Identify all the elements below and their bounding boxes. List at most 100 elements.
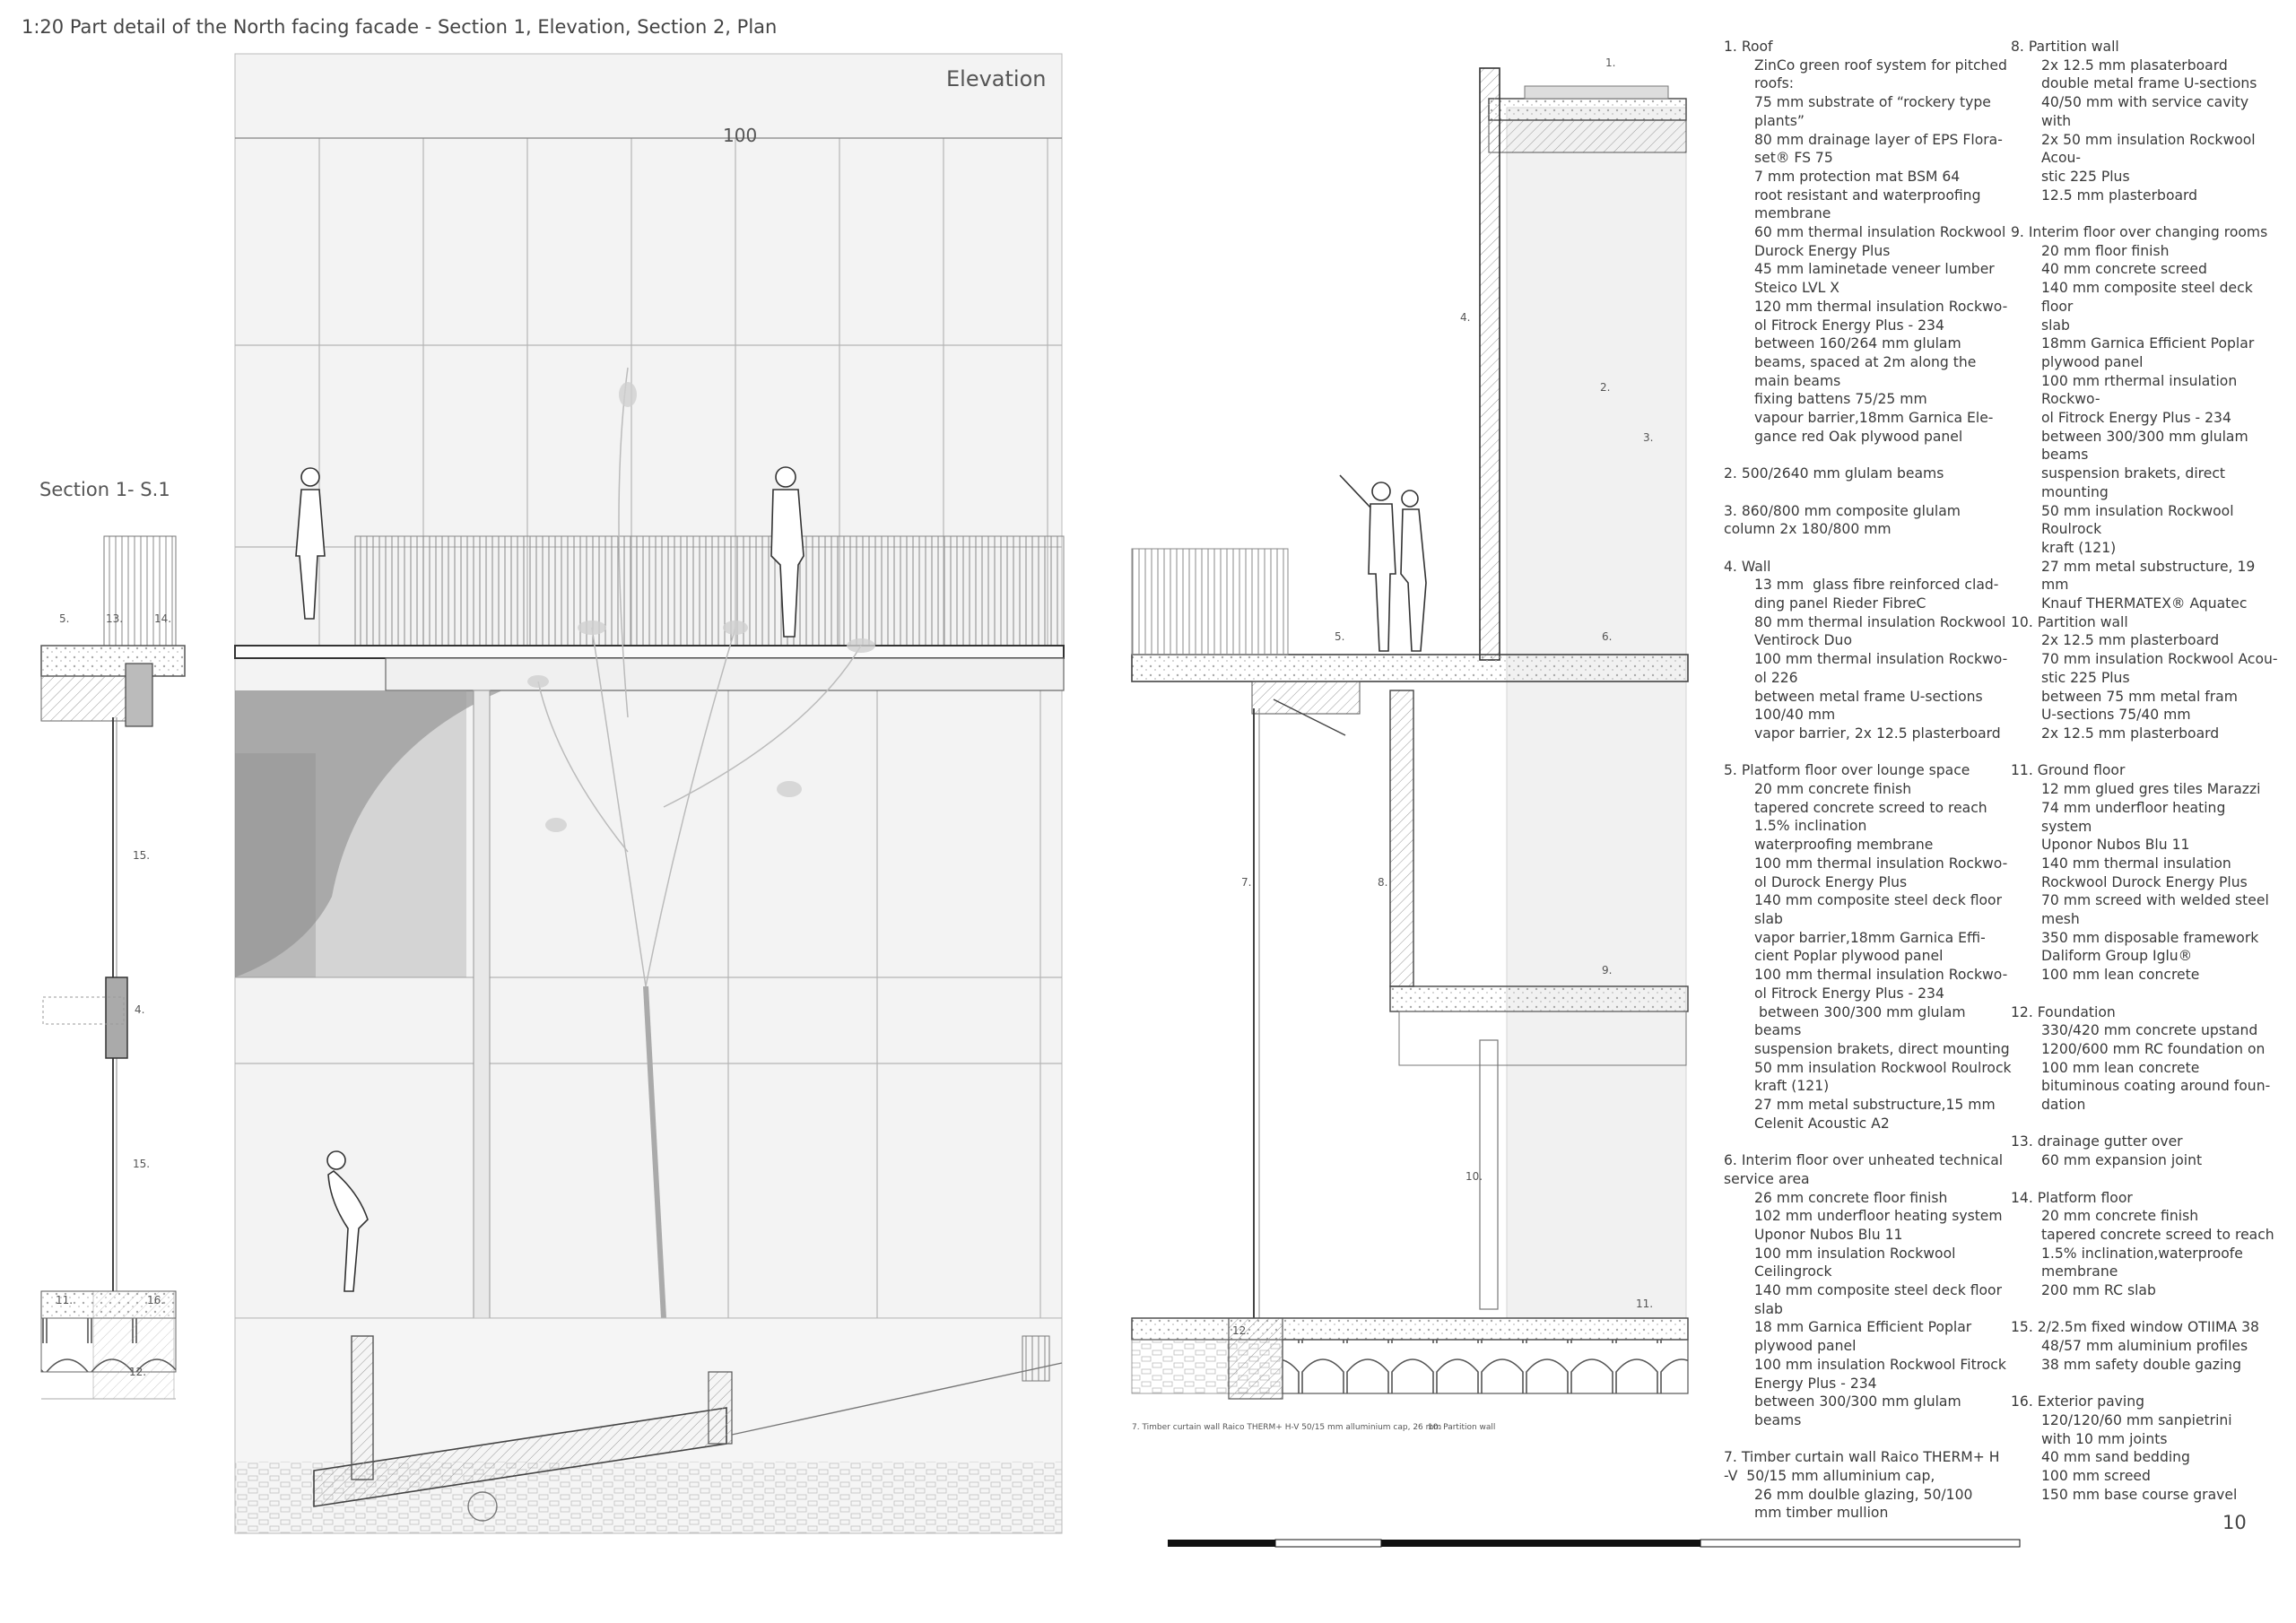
spec-item-line: between 300/300 mm glulam bbox=[2041, 428, 2248, 445]
s2-footnote: 7. Timber curtain wall Raico THERM+ H-V … bbox=[1132, 1423, 1441, 1432]
spec-item-line: plywood panel bbox=[1754, 1338, 1857, 1355]
spec-item-line: Energy Plus - 234 bbox=[1754, 1375, 1877, 1392]
spec-item-line: 20 mm concrete finish bbox=[2041, 1208, 2199, 1225]
spec-item-heading: 5. Platform floor over lounge space bbox=[1724, 762, 1970, 779]
spec-item-heading: 16. Exterior paving bbox=[2011, 1393, 2144, 1410]
spec-item-line: vapor barrier,18mm Garnica Effi- bbox=[1754, 929, 1986, 946]
s1-label-13: 13. bbox=[106, 612, 123, 625]
spec-item-heading: 15. 2/2.5m fixed window OTIIMA 38 bbox=[2011, 1319, 2259, 1336]
spec-item-line: Uponor Nubos Blu 11 bbox=[2041, 837, 2190, 854]
spec-gap bbox=[2011, 1115, 2280, 1133]
s2-label-11: 11. bbox=[1636, 1298, 1653, 1310]
s1-label-14: 14. bbox=[154, 612, 171, 625]
spec-item-line: 100 mm rthermal insulation Rockwo- bbox=[2041, 372, 2242, 408]
spec-item-line: between 300/300 mm glulam bbox=[1754, 1393, 1961, 1410]
spec-item-line: 2x 12.5 mm plasterboard bbox=[2041, 632, 2220, 649]
spec-item-line: ol Fitrock Energy Plus - 234 bbox=[2041, 410, 2231, 427]
spec-item-line: between 160/264 mm glulam bbox=[1754, 335, 1961, 352]
spec-gap bbox=[2011, 1375, 2280, 1393]
s1-label-16: 16. bbox=[147, 1294, 164, 1306]
spec-item-heading: 10. Partition wall bbox=[2011, 613, 2128, 630]
spec-item-line: 12.5 mm plasterboard bbox=[2041, 187, 2198, 204]
spec-item-line: Ventirock Duo bbox=[1754, 632, 1852, 649]
spec-item-line: 100 mm thermal insulation Rockwo- bbox=[1754, 651, 2008, 668]
spec-gap bbox=[2011, 1170, 2280, 1189]
spec-item-line: with 10 mm joints bbox=[2041, 1430, 2168, 1447]
spec-item-line: stic 225 Plus bbox=[2041, 669, 2130, 686]
spec-item-line: 26 mm concrete floor finish bbox=[1754, 1189, 1948, 1206]
dimension-label: 100 bbox=[723, 125, 757, 146]
spec-item-line: 18 mm Garnica Efficient Poplar bbox=[1754, 1319, 1972, 1336]
spec-gap bbox=[2011, 743, 2280, 762]
spec-item-line: between 300/300 mm glulam bbox=[1754, 1003, 1966, 1020]
s2-label-10: 10. bbox=[1465, 1170, 1483, 1183]
spec-item-line: ol 226 bbox=[1754, 669, 1798, 686]
spec-item-line: vapour barrier,18mm Garnica Ele- bbox=[1754, 410, 1994, 427]
spec-item-heading: 2. 500/2640 mm glulam beams bbox=[1724, 465, 1944, 482]
spec-item-line: 38 mm safety double gazing bbox=[2041, 1356, 2242, 1373]
spec-item-line: 100 mm lean concrete bbox=[2041, 967, 2200, 984]
section-1-drawing: Section 1- S.1 5. 13. 14. 15. 4. 15. 11.… bbox=[39, 479, 186, 1400]
spec-item-line: 7 mm protection mat BSM 64 bbox=[1754, 168, 1961, 185]
spec-item-line: 40 mm concrete screed bbox=[2041, 261, 2207, 278]
spec-item-line: 1.5% inclination bbox=[1754, 818, 1867, 835]
spec-item-line: 74 mm underfloor heating system bbox=[2041, 799, 2231, 835]
spec-gap bbox=[2011, 204, 2280, 223]
scale-bar bbox=[1168, 1539, 2021, 1548]
spec-item-line: 40 mm sand bedding bbox=[2041, 1449, 2190, 1466]
spec-item-line: beams bbox=[1754, 1411, 1802, 1428]
spec-item-heading: 13. drainage gutter over bbox=[2011, 1133, 2183, 1150]
s2-label-12: 12. bbox=[1232, 1324, 1249, 1337]
spec-item-line: 100 mm thermal insulation Rockwo- bbox=[1754, 855, 2008, 872]
spec-item-heading: 14. Platform floor bbox=[2011, 1189, 2133, 1206]
spec-item-line: 27 mm metal substructure, 19 mm bbox=[2041, 558, 2260, 594]
spec-item-line: 350 mm disposable framework bbox=[2041, 929, 2259, 946]
s1-label-5: 5. bbox=[59, 612, 69, 625]
spec-item-line: Steico LVL X bbox=[1754, 280, 1839, 297]
spec-item-line: slab bbox=[2041, 317, 2070, 334]
spec-gap bbox=[2011, 1300, 2280, 1319]
s1-label-4: 4. bbox=[135, 1003, 144, 1016]
spec-item-line: 18mm Garnica Efficient Poplar bbox=[2041, 335, 2255, 352]
spec-item-heading: 9. Interim floor over changing rooms bbox=[2011, 224, 2268, 241]
spec-item-line: between 75 mm metal fram bbox=[2041, 688, 2238, 705]
spec-item: 6. Interim floor over unheated technical… bbox=[1724, 1151, 2029, 1430]
spec-item-line: 70 mm insulation Rockwool Acou- bbox=[2041, 651, 2278, 668]
spec-item: 7. Timber curtain wall Raico THERM+ H -V… bbox=[1724, 1448, 2029, 1523]
spec-item-line: 60 mm thermal insulation Rockwool bbox=[1754, 224, 2006, 241]
elevation-title: Elevation bbox=[946, 66, 1046, 91]
spec-item-heading: 12. Foundation bbox=[2011, 1003, 2116, 1020]
spec-gap bbox=[1724, 743, 2029, 762]
s2-label-8: 8. bbox=[1378, 876, 1387, 889]
spec-item-line: 2x 12.5 mm plasterboard bbox=[2041, 725, 2220, 742]
spec-item-line: root resistant and waterproofing bbox=[1754, 187, 1981, 204]
spec-item-line: 50 mm insulation Rockwool Roulrock bbox=[1754, 1059, 2012, 1076]
spec-gap bbox=[1724, 446, 2029, 464]
spec-item-line: set® FS 75 bbox=[1754, 150, 1833, 167]
spec-item-line: suspension brakets, direct mounting bbox=[2041, 465, 2230, 500]
spec-item-line: beams, spaced at 2m along the bbox=[1754, 353, 1977, 370]
spec-item-line: Knauf THERMATEX® Aquatec bbox=[2041, 595, 2248, 612]
spec-item-line: beams bbox=[1754, 1022, 1802, 1039]
spec-item-line: 140 mm composite steel deck floor bbox=[2041, 280, 2257, 315]
elevation-drawing: Elevation 100 bbox=[234, 53, 1065, 1534]
spec-item-line: slab bbox=[1754, 910, 1783, 927]
page-title: 1:20 Part detail of the North facing fac… bbox=[22, 16, 778, 38]
spec-item-line: tapered concrete screed to reach bbox=[2041, 1226, 2274, 1243]
spec-item-line: plywood panel bbox=[2041, 353, 2144, 370]
section-1-title: Section 1- S.1 bbox=[39, 479, 170, 500]
spec-gap bbox=[1724, 539, 2029, 558]
spec-gap bbox=[2011, 985, 2280, 1003]
spec-item-line: 100/40 mm bbox=[1754, 707, 1836, 724]
spec-item-line: main beams bbox=[1754, 372, 1841, 389]
s1-label-15a: 15. bbox=[133, 849, 150, 862]
spec-gap bbox=[1724, 1133, 2029, 1151]
spec-item-line: double metal frame U-sections bbox=[2041, 75, 2257, 92]
